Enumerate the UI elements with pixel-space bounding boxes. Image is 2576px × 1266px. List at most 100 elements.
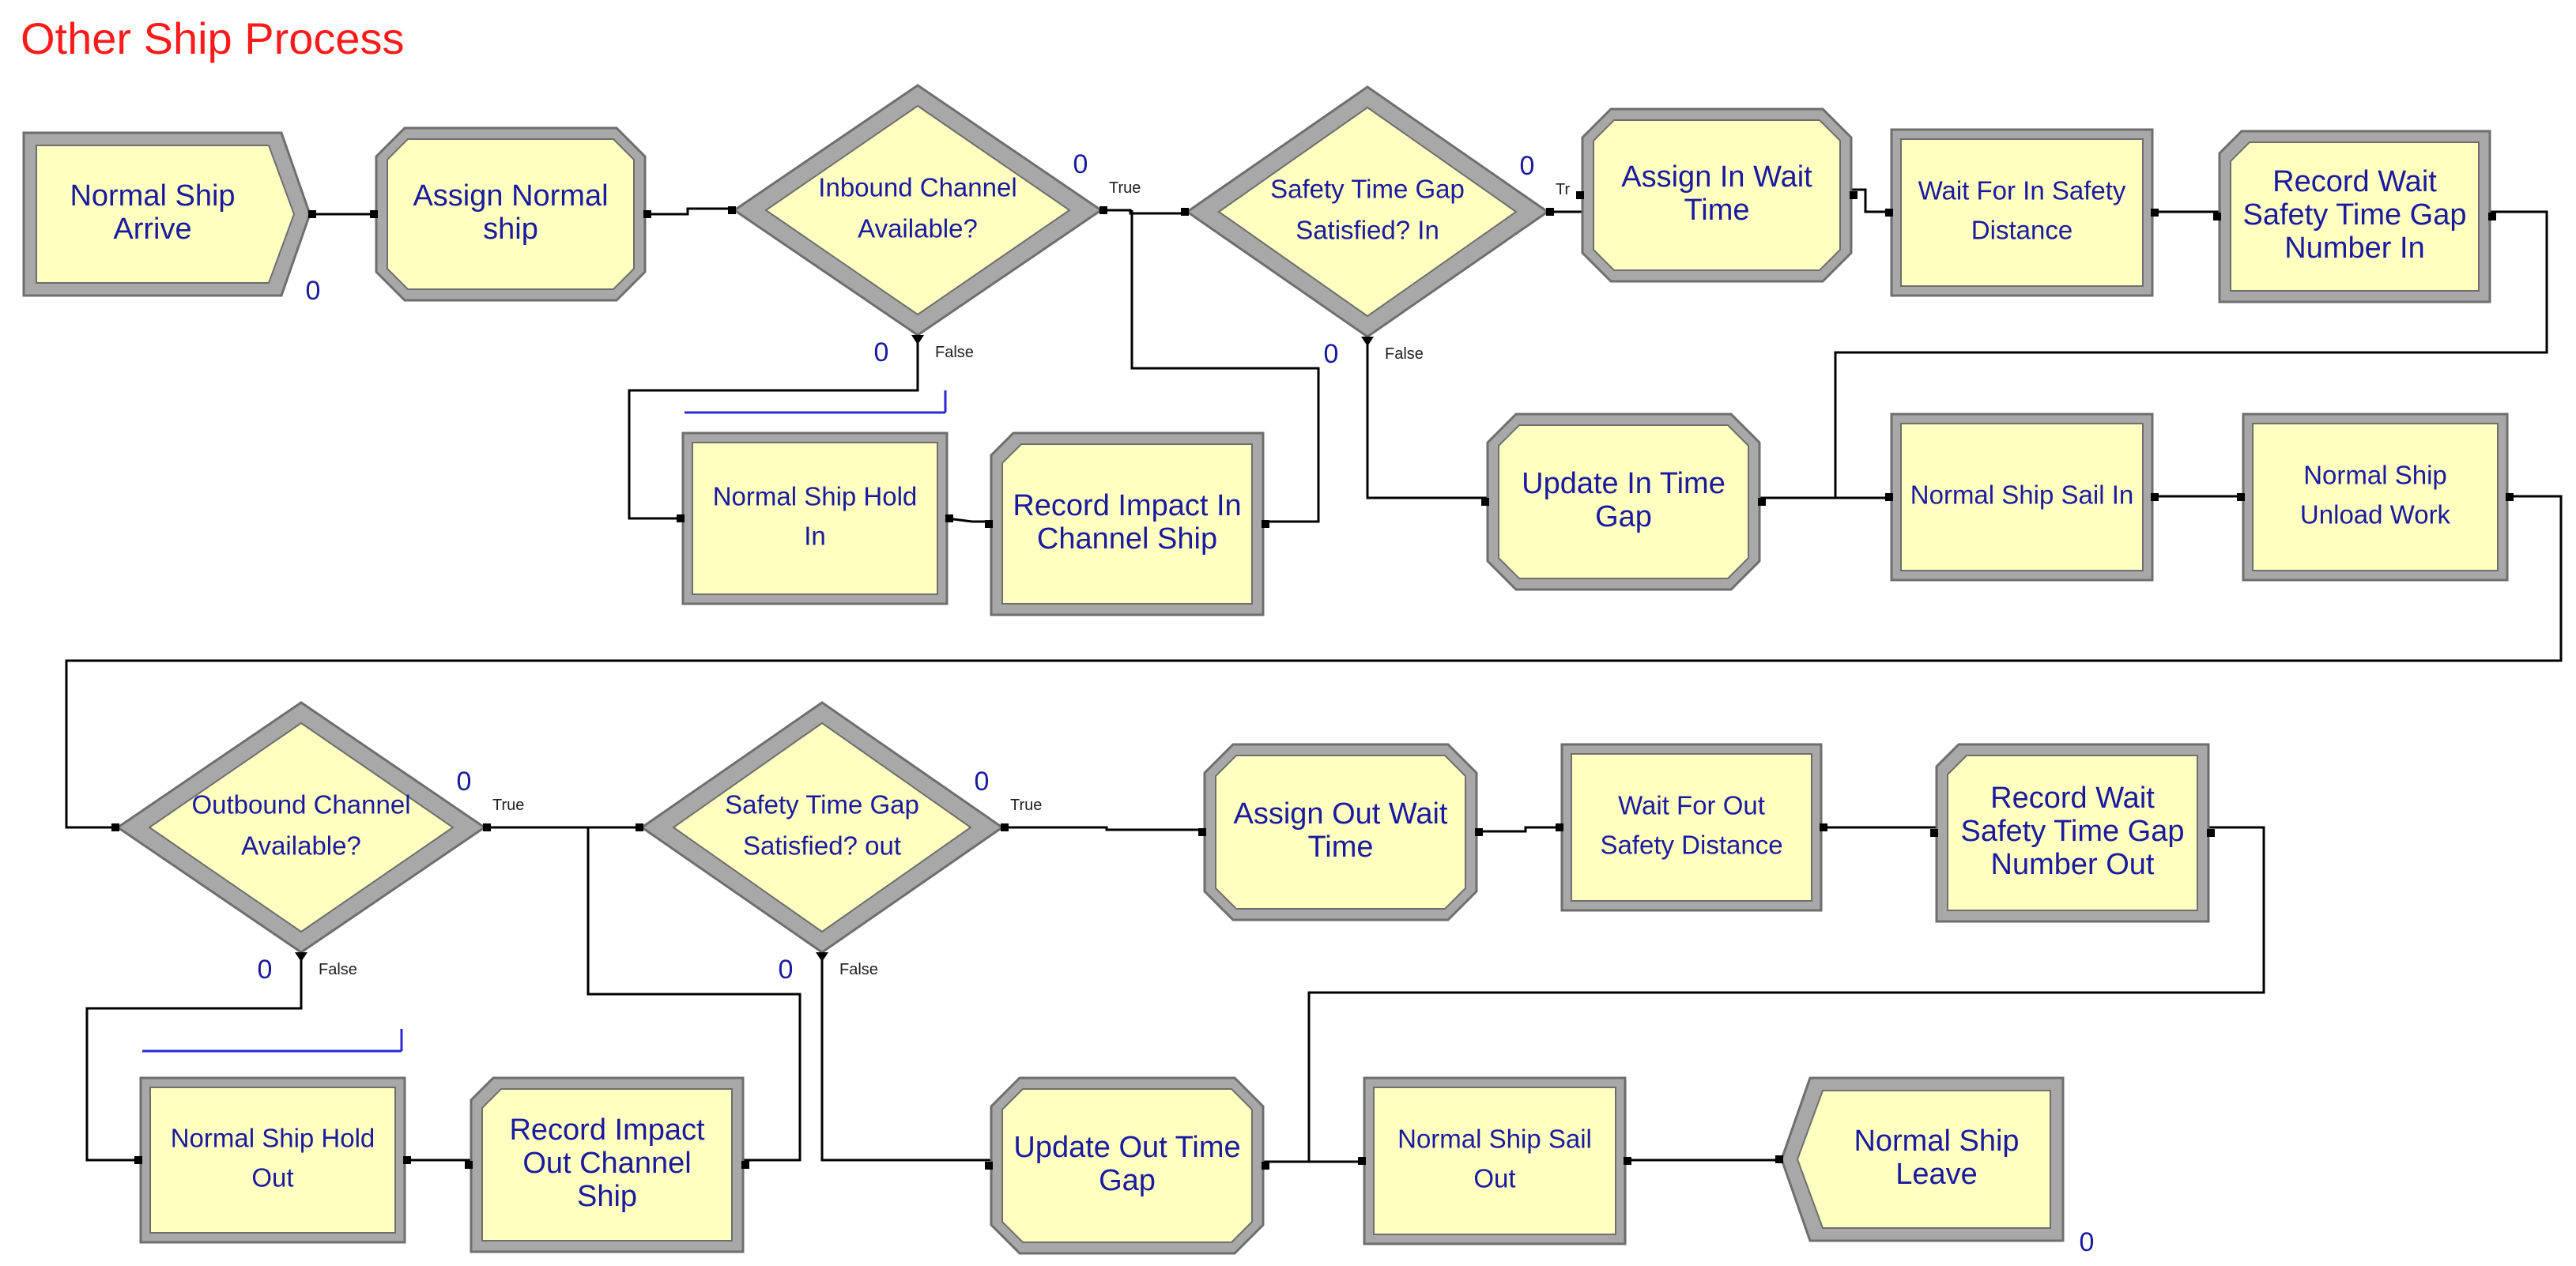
module-label-line: Outbound Channel: [191, 790, 410, 820]
module-label-line: Assign In Wait: [1621, 160, 1812, 194]
branch-label: True: [1109, 179, 1141, 197]
module-label-line: Safety Time Gap: [1270, 175, 1465, 204]
module-label-line: Record Wait: [2272, 165, 2437, 198]
hold-queue-line: [142, 1029, 403, 1053]
module-label-line: Normal Ship Sail: [1397, 1125, 1592, 1154]
entity-counter: 0: [779, 955, 794, 985]
module-label-line: Record Wait: [1990, 782, 2155, 815]
entity-counter: 0: [2080, 1227, 2095, 1257]
connector-line[interactable]: [1307, 826, 2265, 1162]
connector-line[interactable]: [1759, 210, 2548, 499]
module-label-line: Safety Distance: [1600, 831, 1782, 860]
queue-layer: [142, 390, 947, 1053]
connector-line[interactable]: [586, 827, 801, 1162]
module-label-line: Update In Time: [1522, 467, 1726, 500]
connector-line[interactable]: [1130, 210, 1320, 523]
module-label-line: Update Out Time: [1013, 1131, 1240, 1164]
module-label-line: Normal Ship Hold: [713, 482, 918, 511]
connector-line[interactable]: [1851, 188, 1891, 213]
entity-counter: 0: [1073, 149, 1088, 179]
branch-label: True: [492, 797, 524, 814]
branch-label: True: [1010, 797, 1042, 814]
module-label-line: Time: [1307, 831, 1373, 864]
module-label-line: Number Out: [1991, 848, 2155, 881]
module-label-line: Distance: [1971, 216, 2072, 245]
branch-label: False: [319, 961, 357, 978]
module-label-line: Out: [1473, 1164, 1515, 1193]
module-label-line: Normal Ship: [1854, 1125, 2019, 1158]
module-label-line: Normal Ship: [70, 179, 235, 213]
module-label-line: Out Channel: [522, 1147, 691, 1180]
hold-queue-line: [685, 390, 947, 414]
branch-label: False: [1385, 345, 1424, 363]
entity-counter: 0: [975, 767, 990, 797]
module-label-line: Normal Ship Hold: [171, 1124, 375, 1153]
module-label-line: Safety Time Gap: [1960, 815, 2184, 848]
module-label-line: Unload Work: [2300, 500, 2451, 529]
module-label-line: Safety Time Gap: [725, 790, 919, 820]
connector-line[interactable]: [1002, 826, 1205, 831]
module-label-line: Arrive: [113, 213, 191, 246]
connector-line[interactable]: [645, 207, 734, 216]
module-label-line: Safety Time Gap: [2242, 198, 2466, 232]
connector-line[interactable]: [946, 517, 991, 523]
module-label-line: Time: [1684, 194, 1749, 227]
entity-counter: 0: [306, 276, 321, 306]
module-label-line: Record Impact: [509, 1113, 705, 1147]
module-label-line: ship: [483, 213, 538, 246]
branch-label: False: [839, 961, 878, 978]
module-label-line: In: [804, 522, 826, 551]
connector-line[interactable]: [85, 952, 303, 1162]
module-label-line: Ship: [577, 1180, 637, 1213]
branch-label: Tr: [1556, 181, 1570, 198]
module-label-line: Leave: [1895, 1158, 1978, 1191]
module-label-line: Assign Out Wait: [1233, 797, 1447, 831]
module-sail-in[interactable]: Normal Ship Sail In: [1885, 413, 2159, 582]
module-label-line: Gap: [1595, 500, 1652, 533]
branch-label: False: [935, 344, 974, 361]
module-label-line: Available?: [241, 831, 361, 861]
module-label-line: Satisfied? In: [1296, 216, 1439, 245]
connector-line[interactable]: [820, 952, 991, 1162]
connector-line[interactable]: [1101, 209, 1187, 215]
module-label-line: Channel Ship: [1037, 522, 1217, 556]
module-label-line: Normal Ship: [2303, 461, 2447, 490]
connector-line[interactable]: [65, 495, 2563, 829]
module-label-line: Gap: [1099, 1164, 1156, 1197]
module-label-line: Inbound Channel: [818, 173, 1016, 202]
entity-counter: 0: [258, 955, 273, 985]
module-label-line: Available?: [858, 214, 978, 243]
module-label-line: Assign Normal: [413, 179, 608, 213]
module-label-line: Wait For In Safety: [1918, 176, 2126, 205]
connector-line[interactable]: [628, 335, 919, 520]
connector-line[interactable]: [1477, 826, 1562, 833]
connector-layer: [65, 188, 2563, 1163]
connector-line[interactable]: [1366, 337, 1488, 499]
entity-counter: 0: [874, 337, 889, 367]
entity-counter: 0: [1520, 151, 1535, 181]
module-label-line: Number In: [2284, 232, 2424, 265]
